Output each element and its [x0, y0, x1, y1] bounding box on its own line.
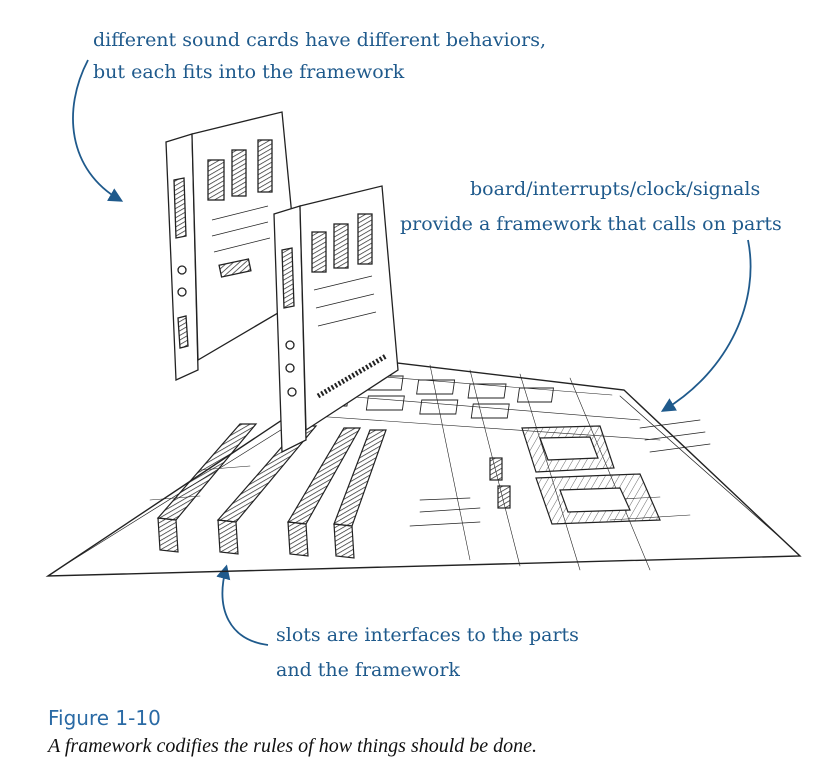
figure-label: Figure 1-10 — [48, 706, 161, 730]
sound-card-2 — [274, 186, 398, 452]
arrow-to-motherboard — [664, 240, 751, 410]
large-chip-1 — [522, 426, 614, 472]
arrow-to-slots — [222, 568, 268, 645]
expansion-slot-1 — [158, 424, 256, 552]
figure-caption: A framework codifies the rules of how th… — [48, 735, 537, 758]
large-chip-2 — [536, 474, 660, 524]
motherboard-sketch — [0, 0, 824, 700]
board-group — [48, 360, 800, 576]
arrow-to-sound-cards — [73, 60, 120, 200]
